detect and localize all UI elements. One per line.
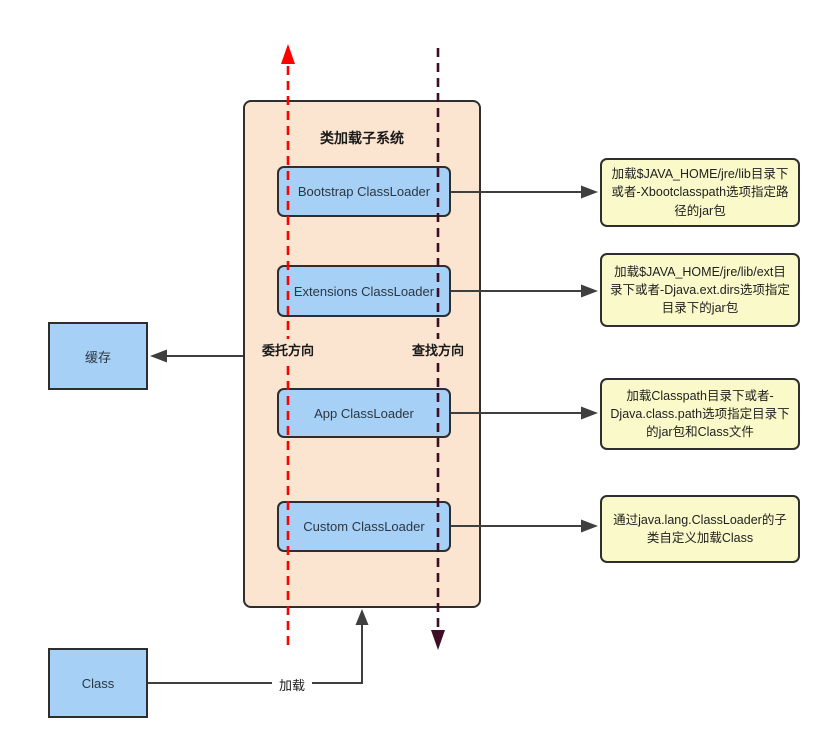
cache-arrowhead-icon — [150, 349, 167, 363]
custom-note-arrowhead-icon — [581, 519, 598, 533]
extensions-classloader-label: Extensions ClassLoader — [293, 283, 435, 299]
bootstrap-note-arrowhead-icon — [581, 185, 598, 199]
bootstrap-classloader-node: Bootstrap ClassLoader — [277, 166, 451, 217]
extensions-classloader-node: Extensions ClassLoader — [277, 265, 451, 317]
delegation-direction-label: 委托方向 — [256, 339, 320, 360]
extensions-note-arrowhead-icon — [581, 284, 598, 298]
app-note-arrowhead-icon — [581, 406, 598, 420]
load-label: 加载 — [272, 675, 312, 694]
class-node: Class — [48, 648, 148, 718]
custom-classloader-node: Custom ClassLoader — [277, 501, 451, 552]
delegation-up-arrow-icon — [281, 44, 295, 64]
app-classloader-node: App ClassLoader — [277, 388, 451, 438]
bootstrap-classloader-label: Bootstrap ClassLoader — [297, 184, 431, 199]
extensions-note: 加载$JAVA_HOME/jre/lib/ext目录下或者-Djava.ext.… — [600, 253, 800, 327]
cache-label: 缓存 — [84, 349, 111, 365]
app-note: 加载Classpath目录下或者-Djava.class.path选项指定目录下… — [600, 378, 800, 450]
class-label: Class — [81, 675, 115, 691]
subsystem-title: 类加载子系统 — [320, 130, 404, 146]
custom-note: 通过java.lang.ClassLoader的子类自定义加载Class — [600, 495, 800, 563]
bootstrap-note: 加载$JAVA_HOME/jre/lib目录下或者-Xbootclasspath… — [600, 158, 800, 227]
class-load-arrowhead-icon — [355, 609, 369, 625]
custom-classloader-label: Custom ClassLoader — [303, 519, 425, 534]
lookup-direction-label: 查找方向 — [406, 339, 470, 360]
class-load-path-line — [148, 621, 363, 684]
app-classloader-label: App ClassLoader — [314, 405, 414, 421]
cache-node: 缓存 — [48, 322, 148, 390]
lookup-down-arrow-icon — [431, 630, 445, 650]
